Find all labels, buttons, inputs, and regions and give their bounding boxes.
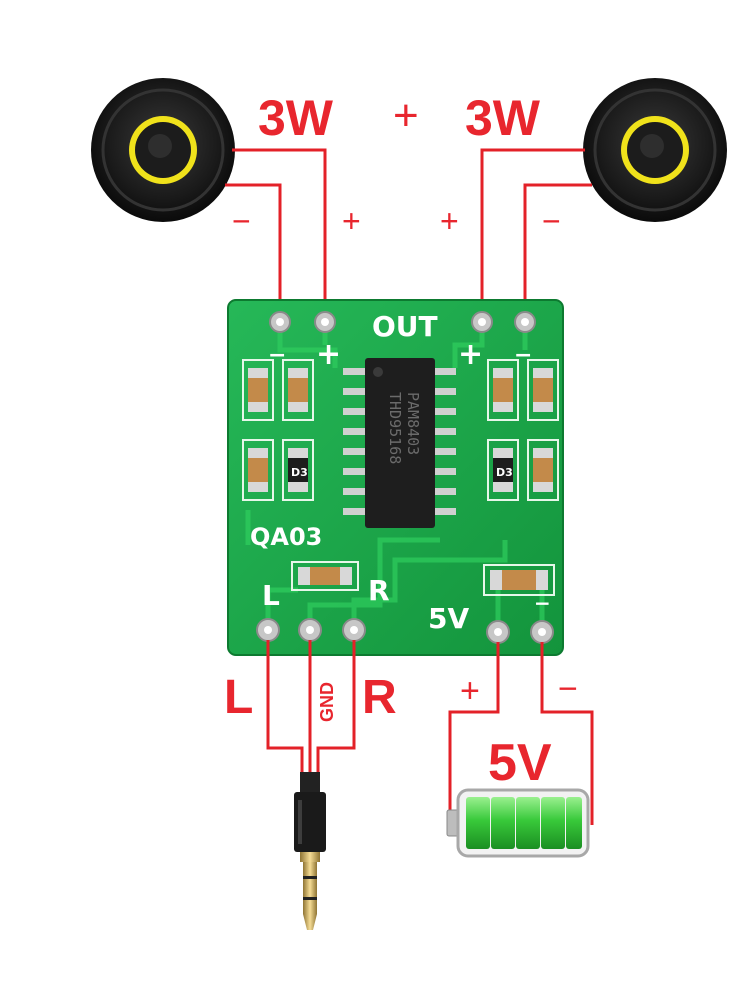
silk-5v: 5V <box>428 602 469 635</box>
right-plus-label: + <box>440 203 459 239</box>
cap-code-left: D3 <box>291 466 308 479</box>
model-silkscreen: QA03 <box>250 523 322 551</box>
input-right-label: R <box>362 671 397 724</box>
audio-jack-icon <box>294 772 326 930</box>
right-speaker-icon <box>583 78 727 222</box>
power-wires <box>448 642 594 825</box>
cap-code-right: D3 <box>496 466 513 479</box>
silk-minus-power: − <box>534 591 551 615</box>
battery-icon <box>446 788 590 858</box>
battery-plus-label: + <box>460 672 480 710</box>
battery-voltage-label: 5V <box>488 734 552 792</box>
input-resistor <box>291 561 359 591</box>
amplifier-ic-chip: PAM8403 THD95168 <box>343 358 456 528</box>
battery-minus-label: − <box>558 670 578 708</box>
input-gnd-label: GND <box>317 682 337 722</box>
input-pads <box>256 618 366 642</box>
power-capacitor <box>483 564 555 596</box>
speaker-wires <box>225 148 592 318</box>
chip-model-label: PAM8403 <box>404 392 422 455</box>
pcb-board: OUT − + + − D3 <box>227 299 564 656</box>
out-silkscreen: OUT <box>372 310 438 343</box>
left-power-label: 3W <box>258 90 334 146</box>
silk-minus-right: − <box>514 343 532 368</box>
audio-input-wires <box>266 640 356 775</box>
right-minus-label: − <box>542 203 561 239</box>
silk-plus-left: + <box>316 337 341 372</box>
right-power-label: 3W <box>465 90 541 146</box>
chip-batch-label: THD95168 <box>386 392 404 464</box>
power-pads <box>486 620 554 644</box>
silk-plus-right: + <box>458 337 483 372</box>
right-components: D3 <box>487 359 559 501</box>
silk-r: R <box>368 574 390 607</box>
left-plus-label: + <box>342 203 361 239</box>
output-pads <box>269 311 536 333</box>
left-speaker-icon <box>91 78 235 222</box>
left-minus-label: − <box>232 203 251 239</box>
left-components: D3 <box>242 359 314 501</box>
input-left-label: L <box>224 671 253 724</box>
top-plus-label: + <box>393 91 419 140</box>
silk-l: L <box>262 579 280 612</box>
